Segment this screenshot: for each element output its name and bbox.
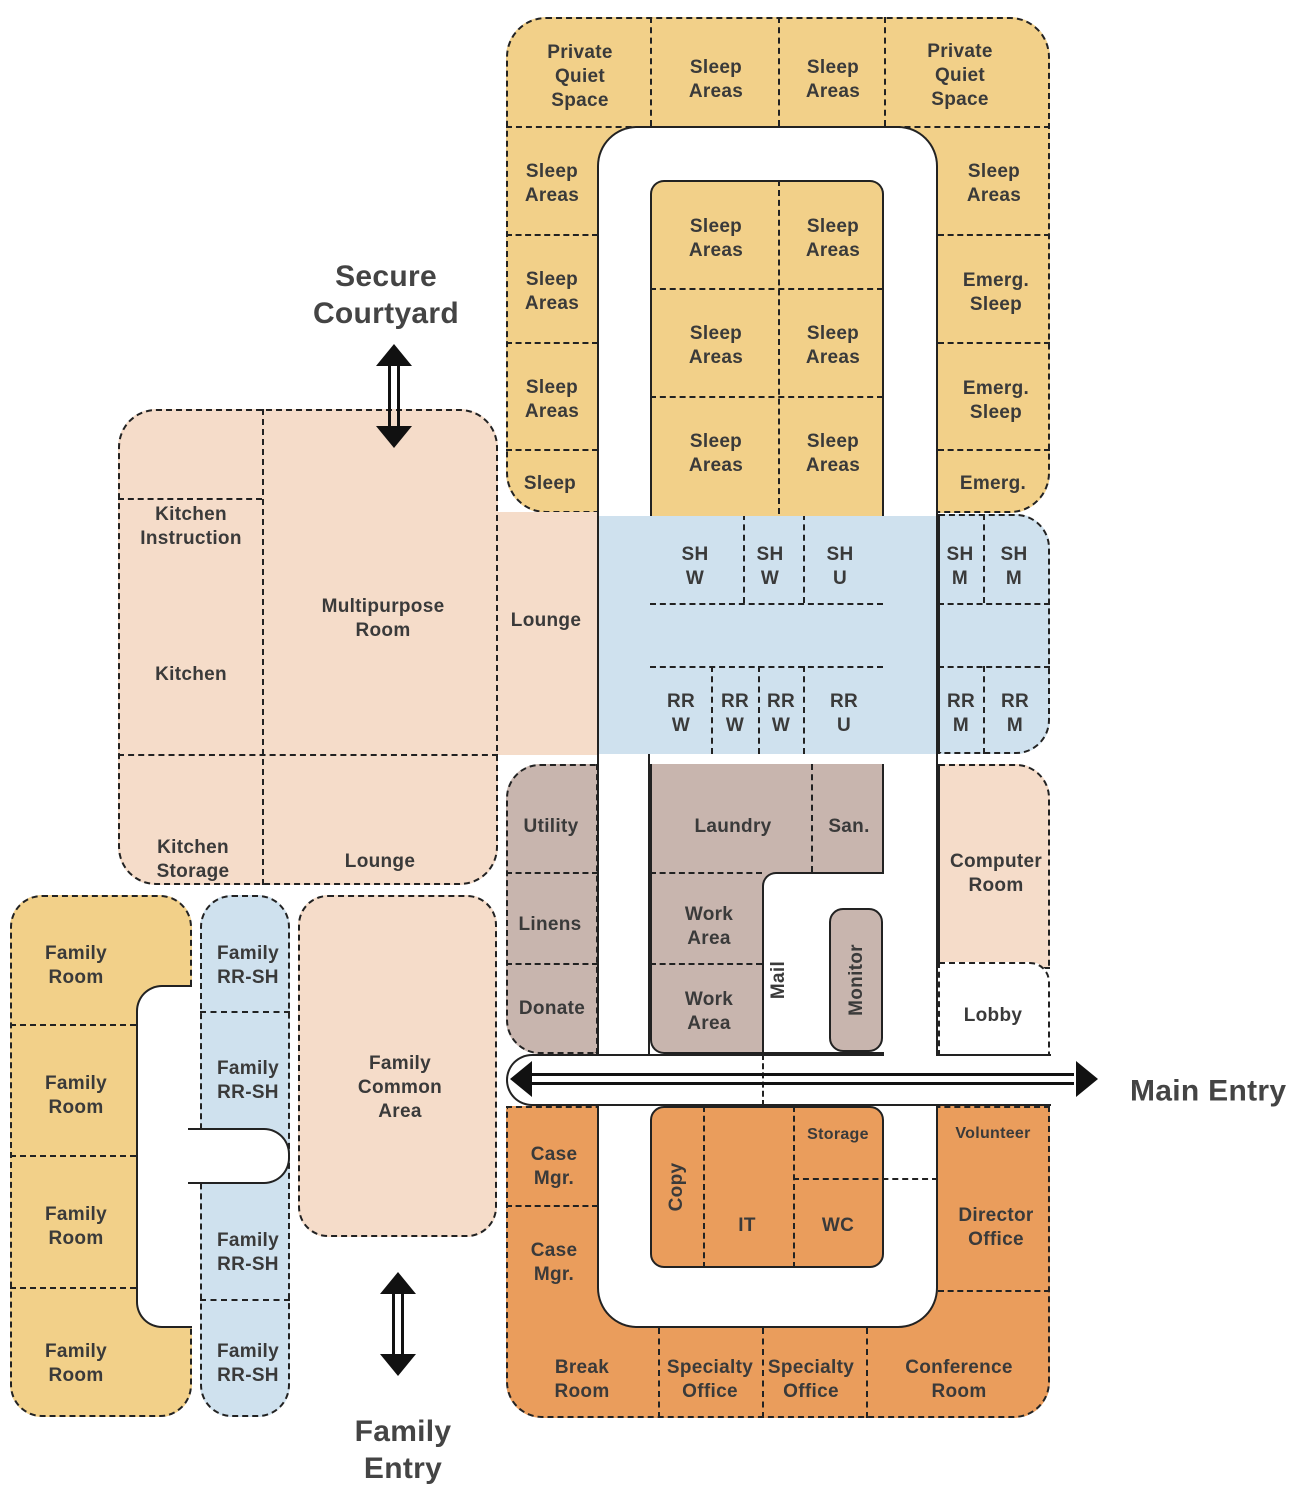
restroom-label: RR U — [829, 691, 859, 736]
secure-courtyard-label: Secure Courtyard — [312, 260, 460, 330]
sleep-areas-label: Sleep Areas — [688, 323, 744, 368]
sleep-areas-label: Sleep Areas — [688, 216, 744, 261]
conference-room-label: Conference Room — [905, 1357, 1013, 1402]
family-room-label: Family Room — [45, 943, 107, 988]
sleep-areas-label: Sleep Areas — [688, 431, 744, 476]
admin-core — [650, 1106, 884, 1268]
utility-label: Utility — [523, 816, 579, 837]
shower-label: SH M — [1000, 544, 1028, 589]
kitchen-zone — [118, 409, 498, 885]
main-entry-label: Main Entry — [1130, 1074, 1287, 1108]
family-restroom-shower-label: Family RR-SH — [217, 943, 279, 988]
multipurpose-room-label: Multipurpose Room — [321, 596, 445, 641]
family-entry-label: Family Entry — [354, 1415, 452, 1485]
director-office-label: Director Office — [958, 1205, 1034, 1250]
sleep-label: Sleep — [523, 473, 577, 494]
kitchen-instruction-label: Kitchen Instruction — [140, 504, 242, 549]
lobby-label: Lobby — [963, 1005, 1023, 1026]
break-room-label: Break Room — [554, 1357, 610, 1402]
work-area-label: Work Area — [684, 989, 734, 1034]
shower-label: SH W — [756, 544, 784, 589]
sleep-areas-label: Sleep Areas — [524, 269, 580, 314]
monitor-label: Monitor — [846, 944, 867, 1016]
sleep-areas-label: Sleep Areas — [805, 216, 861, 261]
family-restroom-shower-label: Family RR-SH — [217, 1341, 279, 1386]
kitchen-storage-label: Kitchen Storage — [156, 837, 230, 882]
restroom-label: RR M — [946, 691, 976, 736]
work-area-label: Work Area — [684, 904, 734, 949]
private-quiet-space-label: Private Quiet Space — [927, 41, 993, 110]
family-room-label: Family Room — [45, 1341, 107, 1386]
sleep-areas-label: Sleep Areas — [524, 161, 580, 206]
it-label: IT — [738, 1215, 756, 1236]
computer-room-block — [938, 764, 1050, 969]
mail-label: Mail — [768, 960, 789, 1000]
entry-corridor — [506, 1054, 1051, 1106]
emergency-sleep-label: Emerg. Sleep — [962, 378, 1030, 423]
sleep-areas-label: Sleep Areas — [966, 161, 1022, 206]
family-room-label: Family Room — [45, 1073, 107, 1118]
family-corridor — [136, 985, 192, 1328]
specialty-office-label: Specialty Office — [767, 1357, 855, 1402]
linens-label: Linens — [518, 914, 582, 935]
lounge-label: Lounge — [510, 610, 582, 631]
case-manager-label: Case Mgr. — [530, 1144, 578, 1189]
family-room-label: Family Room — [45, 1204, 107, 1249]
corridor-spine-right — [884, 754, 938, 1056]
central-sleep-block — [650, 180, 884, 516]
double-arrow-vertical-icon — [380, 1272, 416, 1376]
hygiene-core — [597, 514, 938, 754]
hygiene-zone — [938, 514, 1050, 754]
double-arrow-horizontal-icon — [510, 1061, 1098, 1097]
monitor-station — [829, 908, 883, 1052]
case-manager-label: Case Mgr. — [530, 1240, 578, 1285]
sanitation-label: San. — [828, 816, 870, 837]
sleep-areas-label: Sleep Areas — [688, 57, 744, 102]
private-quiet-space-label: Private Quiet Space — [547, 42, 613, 111]
family-common-area — [298, 895, 497, 1237]
restroom-label: RR W — [766, 691, 796, 736]
family-restroom-shower-label: Family RR-SH — [217, 1230, 279, 1275]
shower-label: SH U — [826, 544, 854, 589]
emergency-sleep-label: Emerg. Sleep — [962, 270, 1030, 315]
sleep-areas-label: Sleep Areas — [805, 57, 861, 102]
restroom-label: RR W — [666, 691, 696, 736]
sleep-areas-label: Sleep Areas — [805, 431, 861, 476]
sleep-areas-label: Sleep Areas — [805, 323, 861, 368]
family-corridor-branch — [188, 1128, 290, 1184]
sleep-areas-label: Sleep Areas — [524, 377, 580, 422]
double-arrow-vertical-icon — [376, 344, 412, 448]
donate-label: Donate — [518, 998, 586, 1019]
computer-room-label: Computer Room — [949, 851, 1043, 896]
restroom-label: RR W — [720, 691, 750, 736]
family-common-area-label: Family Common Area — [357, 1053, 443, 1122]
laundry-label: Laundry — [694, 816, 772, 837]
lounge-label: Lounge — [344, 851, 416, 872]
emergency-label: Emerg. — [959, 473, 1027, 494]
copy-label: Copy — [666, 1162, 687, 1212]
shower-label: SH M — [946, 544, 974, 589]
family-restroom-shower-label: Family RR-SH — [217, 1058, 279, 1103]
kitchen-label: Kitchen — [155, 664, 227, 685]
lounge-right-area — [498, 512, 597, 755]
corridor-spine-left — [597, 754, 650, 1056]
specialty-office-label: Specialty Office — [666, 1357, 754, 1402]
volunteer-label: Volunteer — [955, 1125, 1031, 1142]
restroom-label: RR M — [1000, 691, 1030, 736]
storage-label: Storage — [807, 1126, 869, 1143]
wc-label: WC — [821, 1215, 855, 1236]
shower-label: SH W — [681, 544, 709, 589]
